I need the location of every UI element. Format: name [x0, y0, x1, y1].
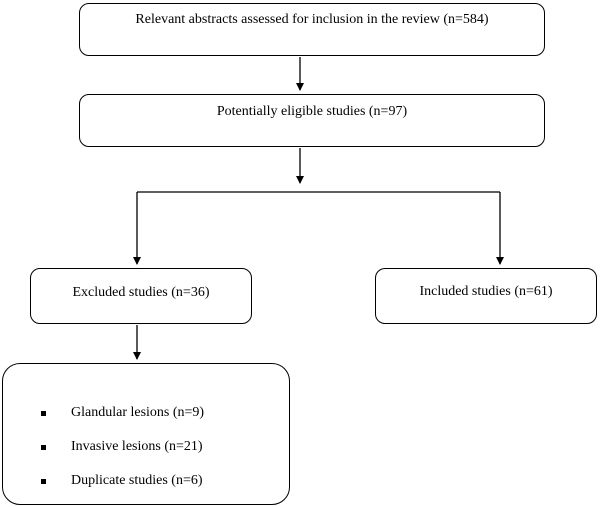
exclusion-reason-item: Glandular lesions (n=9)	[41, 396, 204, 430]
exclusion-reasons-box: Glandular lesions (n=9) Invasive lesions…	[2, 363, 290, 505]
eligible-studies-box: Potentially eligible studies (n=97)	[79, 94, 545, 147]
excluded-studies-box: Excluded studies (n=36)	[30, 268, 252, 324]
exclusion-reason-item: Duplicate studies (n=6)	[41, 464, 204, 498]
exclusion-reason-item: Invasive lesions (n=21)	[41, 430, 204, 464]
square-bullet-icon	[41, 410, 46, 416]
square-bullet-icon	[41, 478, 46, 484]
exclusion-reason-label: Invasive lesions (n=21)	[71, 439, 203, 455]
excluded-studies-label: Excluded studies (n=36)	[72, 285, 210, 300]
exclusion-reason-label: Glandular lesions (n=9)	[71, 405, 205, 421]
exclusion-reason-label: Duplicate studies (n=6)	[71, 473, 203, 489]
abstracts-assessed-label: Relevant abstracts assessed for inclusio…	[135, 12, 489, 27]
square-bullet-icon	[41, 444, 46, 450]
eligible-studies-label: Potentially eligible studies (n=97)	[216, 104, 408, 119]
included-studies-label: Included studies (n=61)	[419, 284, 553, 299]
abstracts-assessed-box: Relevant abstracts assessed for inclusio…	[79, 3, 545, 56]
exclusion-reasons-list: Glandular lesions (n=9) Invasive lesions…	[41, 396, 204, 498]
included-studies-box: Included studies (n=61)	[375, 268, 597, 324]
